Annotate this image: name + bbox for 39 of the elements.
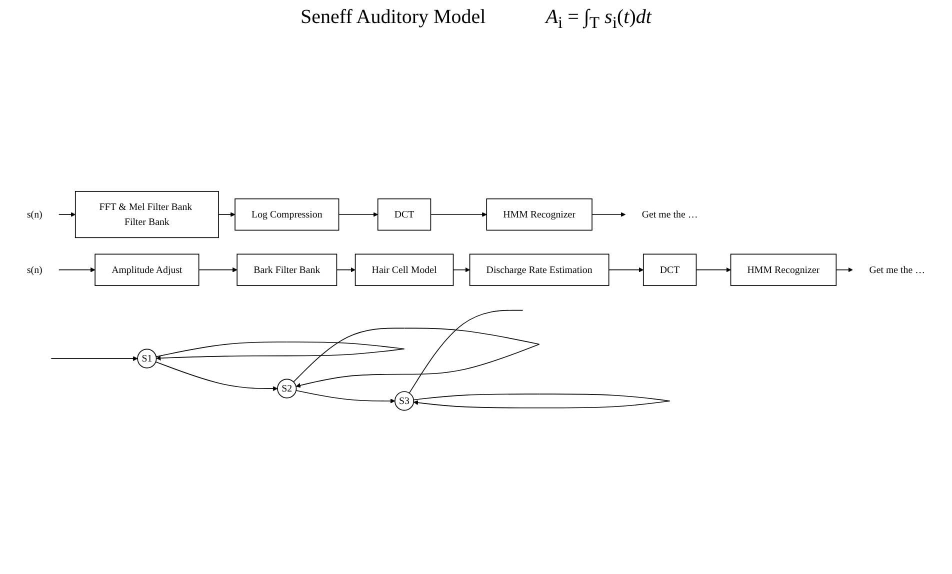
- arrow: [608, 267, 644, 272]
- arrow: [430, 212, 487, 217]
- arrow: [198, 267, 238, 272]
- arrow: [296, 390, 396, 404]
- node-box: [486, 198, 592, 230]
- node-circle: [394, 390, 414, 410]
- node-text: Get me the …: [869, 264, 926, 275]
- arrow: [338, 212, 378, 217]
- node-box: [642, 253, 697, 286]
- arrow: [696, 267, 731, 272]
- node-box: [377, 198, 432, 230]
- connector: [408, 310, 524, 394]
- node-text: Get me the …: [642, 208, 698, 220]
- annotation-text: A$_{i}$ = ∫$_{T}$ s$_{i}$(t)dt: [546, 6, 652, 33]
- arrow: [218, 212, 236, 217]
- flowchart-drawing: s(n) FFT & Mel Filter Bank Filter Bank Log Compression DCT HMM Recognizer Get me the … S1 S2 S3 s(n) Amplitude Adjust Bark Filter Bank Hair Cell Model Discharge Rate Estimation DCT HMM Recognizer Get me the …: [6, 186, 946, 414]
- annotation-text: Seneff Auditory Model: [300, 6, 486, 30]
- arrow: [293, 327, 540, 388]
- arrow: [58, 267, 96, 272]
- node-box: [730, 253, 837, 286]
- node-box: [234, 198, 340, 230]
- node-text: s(n): [26, 208, 42, 220]
- node-box: [469, 253, 610, 286]
- node-box: [354, 253, 454, 286]
- arrow: [156, 341, 405, 360]
- node-box: [94, 253, 200, 286]
- arrow: [155, 361, 278, 391]
- node-box: [74, 190, 219, 238]
- arrow: [836, 267, 853, 272]
- arrow: [592, 212, 626, 217]
- node-circle: [137, 348, 157, 368]
- arrow: [58, 212, 76, 217]
- node-text: s(n): [26, 264, 42, 275]
- arrow: [336, 267, 356, 272]
- node-circle: [277, 378, 297, 398]
- node-box: [236, 253, 338, 286]
- arrow: [413, 393, 670, 408]
- arrow: [452, 267, 470, 272]
- arrow: [50, 356, 138, 361]
